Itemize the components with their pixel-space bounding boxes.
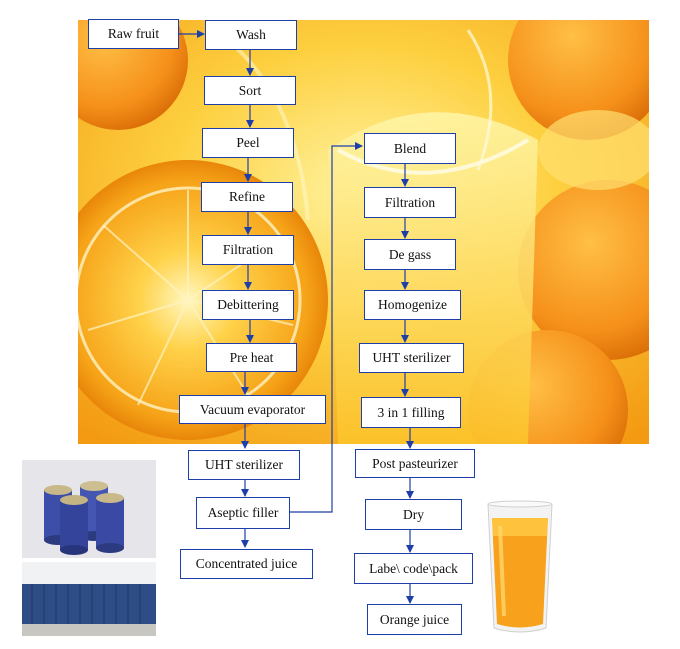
step-blend: Blend (364, 133, 456, 164)
orange-juice-glass-photo (487, 500, 553, 633)
step-uht-sterilizer-concentrate: UHT sterilizer (188, 450, 300, 480)
step-wash: Wash (205, 20, 297, 50)
step-concentrated-juice: Concentrated juice (180, 549, 313, 579)
step-filtration: Filtration (202, 235, 294, 265)
step-de-gass: De gass (364, 239, 456, 270)
step-debittering: Debittering (202, 290, 294, 320)
step-peel: Peel (202, 128, 294, 158)
step-vacuum-evaporator: Vacuum evaporator (179, 395, 326, 424)
step-pre-heat: Pre heat (206, 343, 297, 372)
step-refine: Refine (201, 182, 293, 212)
concentrate-drums-photo (22, 460, 156, 558)
step-aseptic-filler: Aseptic filler (196, 497, 290, 529)
step-filtration-juice: Filtration (364, 187, 456, 218)
step-homogenize: Homogenize (364, 290, 461, 320)
shipping-container-photo (22, 562, 156, 636)
step-dry: Dry (365, 499, 462, 530)
step-post-pasteurizer: Post pasteurizer (355, 449, 475, 478)
oranges-juice-background-photo (78, 20, 649, 444)
step-orange-juice: Orange juice (367, 604, 462, 635)
step-sort: Sort (204, 76, 296, 105)
step-3-in-1-filling: 3 in 1 filling (361, 397, 461, 428)
step-label-code-pack: Labe\ code\pack (354, 553, 473, 584)
step-raw-fruit: Raw fruit (88, 19, 179, 49)
step-uht-sterilizer-juice: UHT sterilizer (359, 343, 464, 373)
